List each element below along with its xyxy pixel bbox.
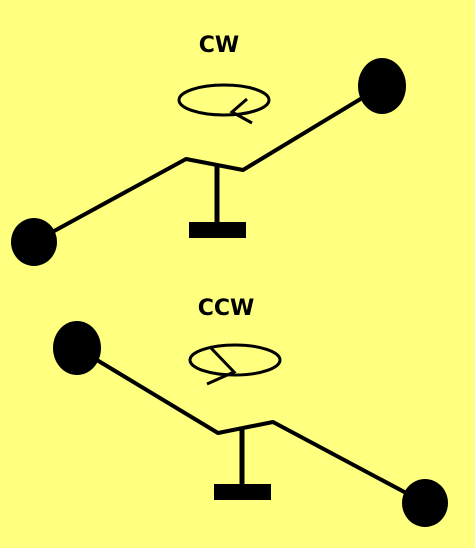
cw-diagram [11,58,406,266]
ccw-left-weight [53,321,101,375]
ccw-rotation-arrowhead [206,345,237,386]
cw-rotation-arrowhead [229,97,253,125]
ccw-rotor-arm [75,346,426,505]
ccw-right-weight [402,479,448,527]
ccw-base [214,484,271,500]
ccw-rotation-ellipse [188,343,282,377]
cw-rotor-arm [33,84,384,244]
cw-right-weight [358,58,406,114]
cw-label: CW [198,33,240,58]
cw-left-weight [11,218,57,266]
ccw-label: CCW [197,296,255,321]
cw-base [189,222,246,238]
cw-rotation-ellipse [177,83,271,117]
ccw-diagram [53,321,448,527]
